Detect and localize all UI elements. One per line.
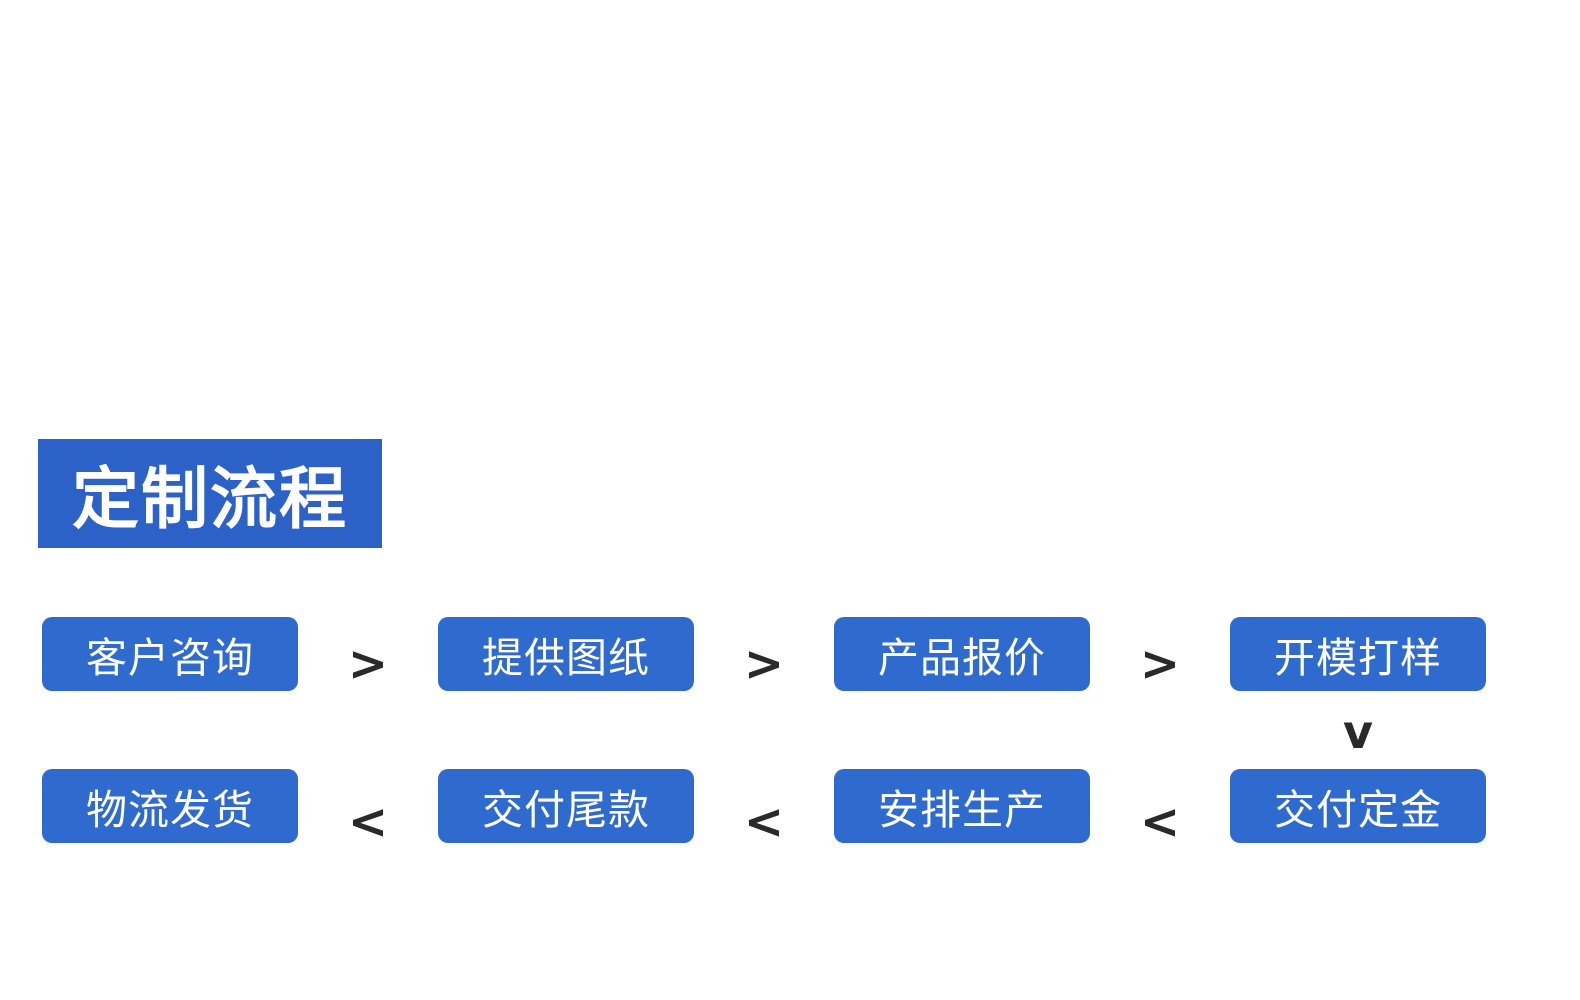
flow-step-provide-drawings: 提供图纸 [438, 617, 694, 691]
arrow-right-icon: > [743, 636, 785, 692]
arrow-left-icon: < [347, 794, 389, 850]
flow-step-product-quotation: 产品报价 [834, 617, 1090, 691]
flow-step-customer-inquiry: 客户咨询 [42, 617, 298, 691]
arrow-right-icon: > [1139, 636, 1181, 692]
arrow-left-icon: < [743, 794, 785, 850]
arrow-right-icon: > [347, 636, 389, 692]
arrow-left-icon: < [1139, 794, 1181, 850]
flow-step-arrange-production: 安排生产 [834, 769, 1090, 843]
arrow-down-icon: v [1343, 705, 1373, 759]
flow-step-logistics-shipping: 物流发货 [42, 769, 298, 843]
flow-step-pay-balance: 交付尾款 [438, 769, 694, 843]
flow-step-mold-sampling: 开模打样 [1230, 617, 1486, 691]
flow-step-pay-deposit: 交付定金 [1230, 769, 1486, 843]
section-title: 定制流程 [38, 439, 382, 548]
